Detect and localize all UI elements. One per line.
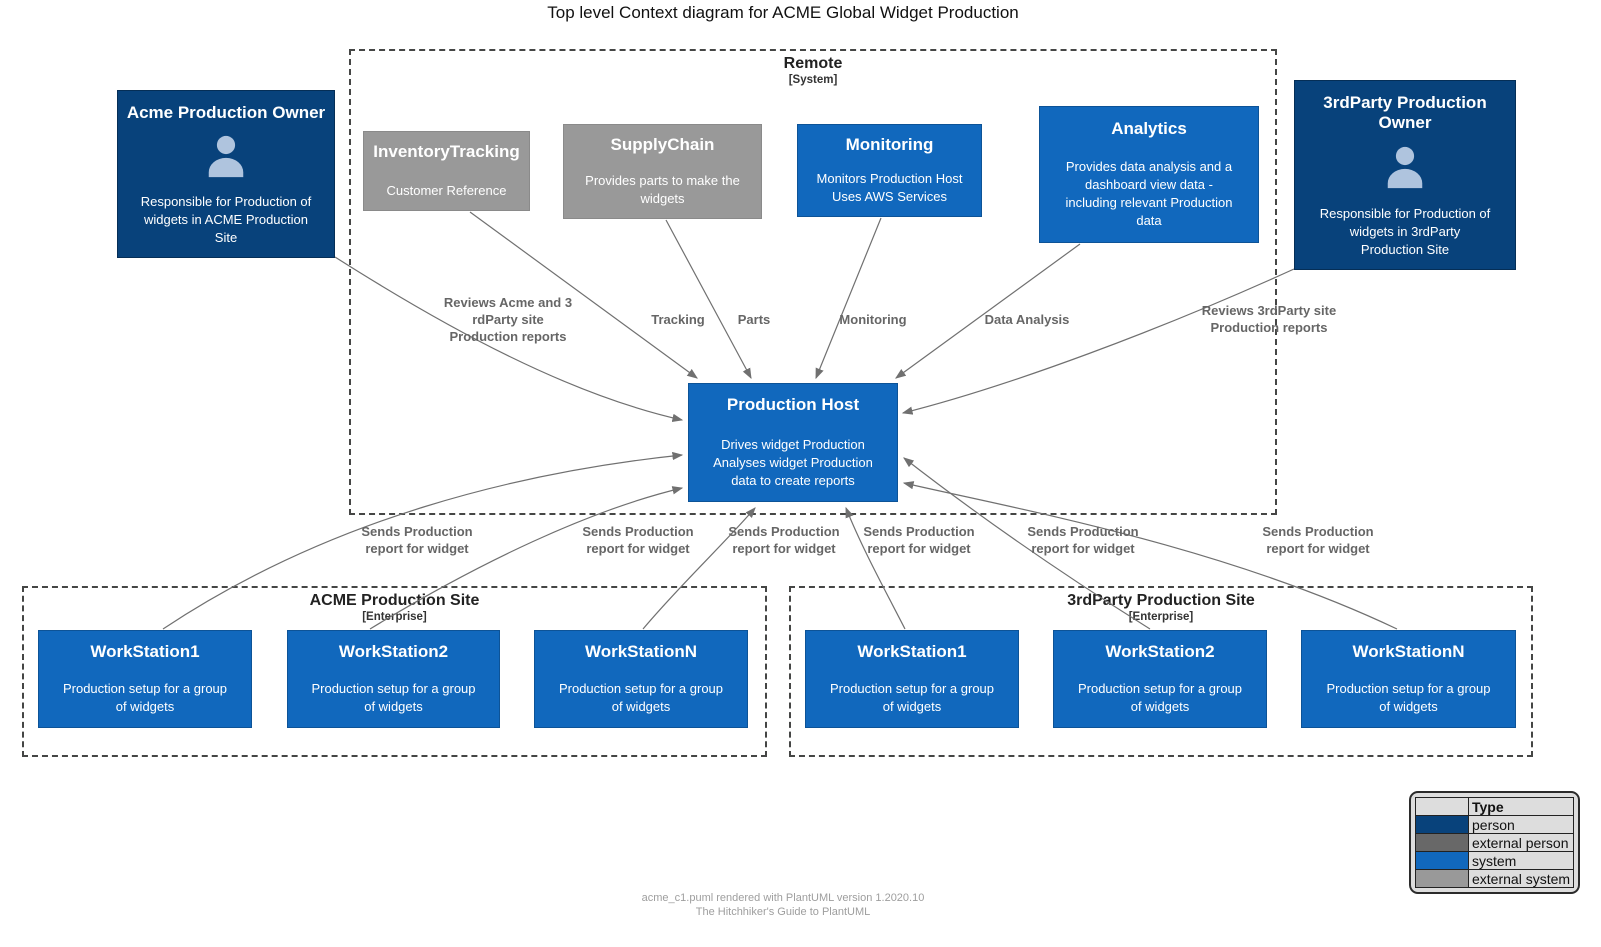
edge-label-data-analysis: Data Analysis [984,312,1070,327]
node-3rdparty-production-owner-title: 3rdParty Production Owner [1323,93,1487,133]
legend-label-external-person: external person [1467,833,1575,852]
legend-label-system: system [1467,851,1575,870]
node-acme-workstation1: WorkStation1 Production setup for a grou… [38,630,252,728]
node-acme-production-owner: Acme Production Owner Responsible for Pr… [117,90,335,258]
person-icon [1382,144,1428,195]
boundary-remote-name: Remote [783,55,843,72]
boundary-3rdparty-site-tag: [Enterprise] [1128,611,1194,623]
legend-table: Type person external person system exter… [1415,797,1575,888]
node-acme-workstation1-desc: Production setup for a group of widgets [62,681,228,715]
boundary-acme-site-name: ACME Production Site [309,592,480,609]
node-monitoring: Monitoring Monitors Production Host Uses… [797,124,982,217]
legend-header: Type [1467,797,1575,816]
edge-label-reviews-3rdparty: Reviews 3rdParty site Production reports [1201,303,1337,336]
node-inventory-tracking: InventoryTracking Customer Reference [363,131,530,211]
node-acme-workstation2-desc: Production setup for a group of widgets [311,681,476,715]
node-analytics-title: Analytics [1111,119,1187,138]
legend-swatch-person [1415,815,1469,834]
node-supply-chain-desc: Provides parts to make the widgets [585,173,740,207]
node-3rdparty-production-owner-desc: Responsible for Production of widgets in… [1319,206,1491,258]
boundary-remote-tag: [System] [788,74,838,86]
edge-label-tracking: Tracking [651,312,705,327]
node-3rdparty-workstation1-title: WorkStation1 [857,642,967,661]
node-acme-workstationN-desc: Production setup for a group of widgets [558,681,724,715]
node-inventory-tracking-desc: Customer Reference [386,183,507,199]
node-acme-workstationN: WorkStationN Production setup for a grou… [534,630,748,728]
node-monitoring-title: Monitoring [845,135,934,154]
page-title: Top level Context diagram for ACME Globa… [547,3,1019,22]
node-acme-production-owner-desc: Responsible for Production of widgets in… [140,194,312,246]
node-inventory-tracking-title: InventoryTracking [373,142,520,161]
node-3rdparty-workstation1-desc: Production setup for a group of widgets [829,681,995,715]
edge-label-sends-report-6: Sends Production report for widget [1262,524,1374,557]
node-3rdparty-workstation2: WorkStation2 Production setup for a grou… [1053,630,1267,728]
node-analytics: Analytics Provides data analysis and a d… [1039,106,1259,243]
node-3rdparty-workstationN: WorkStationN Production setup for a grou… [1301,630,1516,728]
legend-swatch-system [1415,851,1469,870]
legend-label-external-system: external system [1467,869,1575,888]
node-3rdparty-workstation2-title: WorkStation2 [1105,642,1215,661]
boundary-3rdparty-site-name: 3rdParty Production Site [1067,592,1255,609]
edge-label-parts: Parts [737,312,771,327]
node-monitoring-desc: Monitors Production Host Uses AWS Servic… [816,171,963,205]
node-supply-chain: SupplyChain Provides parts to make the w… [563,124,762,219]
node-analytics-desc: Provides data analysis and a dashboard v… [1065,159,1233,229]
edge-label-sends-report-5: Sends Production report for widget [1027,524,1139,557]
edge-label-reviews-acme: Reviews Acme and 3 rdParty site Producti… [443,295,573,345]
edge-label-sends-report-3: Sends Production report for widget [728,524,840,557]
legend-swatch-external-system [1415,869,1469,888]
edge-label-sends-report-2: Sends Production report for widget [582,524,694,557]
footer-rendered-with: acme_c1.puml rendered with PlantUML vers… [641,892,925,904]
node-3rdparty-workstation2-desc: Production setup for a group of widgets [1077,681,1243,715]
node-acme-production-owner-title: Acme Production Owner [126,103,326,122]
legend-header-swatch-cell [1415,797,1469,816]
node-production-host-desc: Drives widget Production Analyses widget… [713,437,873,489]
node-supply-chain-title: SupplyChain [610,135,715,154]
node-production-host-title: Production Host [726,395,860,414]
node-3rdparty-workstation1: WorkStation1 Production setup for a grou… [805,630,1019,728]
person-icon [203,133,249,184]
node-3rdparty-workstationN-title: WorkStationN [1352,642,1465,661]
node-3rdparty-workstationN-desc: Production setup for a group of widgets [1326,681,1491,715]
boundary-acme-site-tag: [Enterprise] [362,611,427,623]
node-acme-workstationN-title: WorkStationN [584,642,698,661]
legend-swatch-external-person [1415,833,1469,852]
legend: Type person external person system exter… [1409,791,1581,894]
node-acme-workstation2: WorkStation2 Production setup for a grou… [287,630,500,728]
node-3rdparty-production-owner: 3rdParty Production Owner Responsible fo… [1294,80,1516,270]
edge-label-sends-report-1: Sends Production report for widget [361,524,473,557]
footer-guide: The Hitchhiker's Guide to PlantUML [695,906,871,918]
legend-label-person: person [1467,815,1575,834]
node-acme-workstation2-title: WorkStation2 [338,642,449,661]
node-production-host: Production Host Drives widget Production… [688,383,898,502]
edge-label-sends-report-4: Sends Production report for widget [863,524,975,557]
edge-label-monitoring: Monitoring [839,312,907,327]
node-acme-workstation1-title: WorkStation1 [90,642,200,661]
